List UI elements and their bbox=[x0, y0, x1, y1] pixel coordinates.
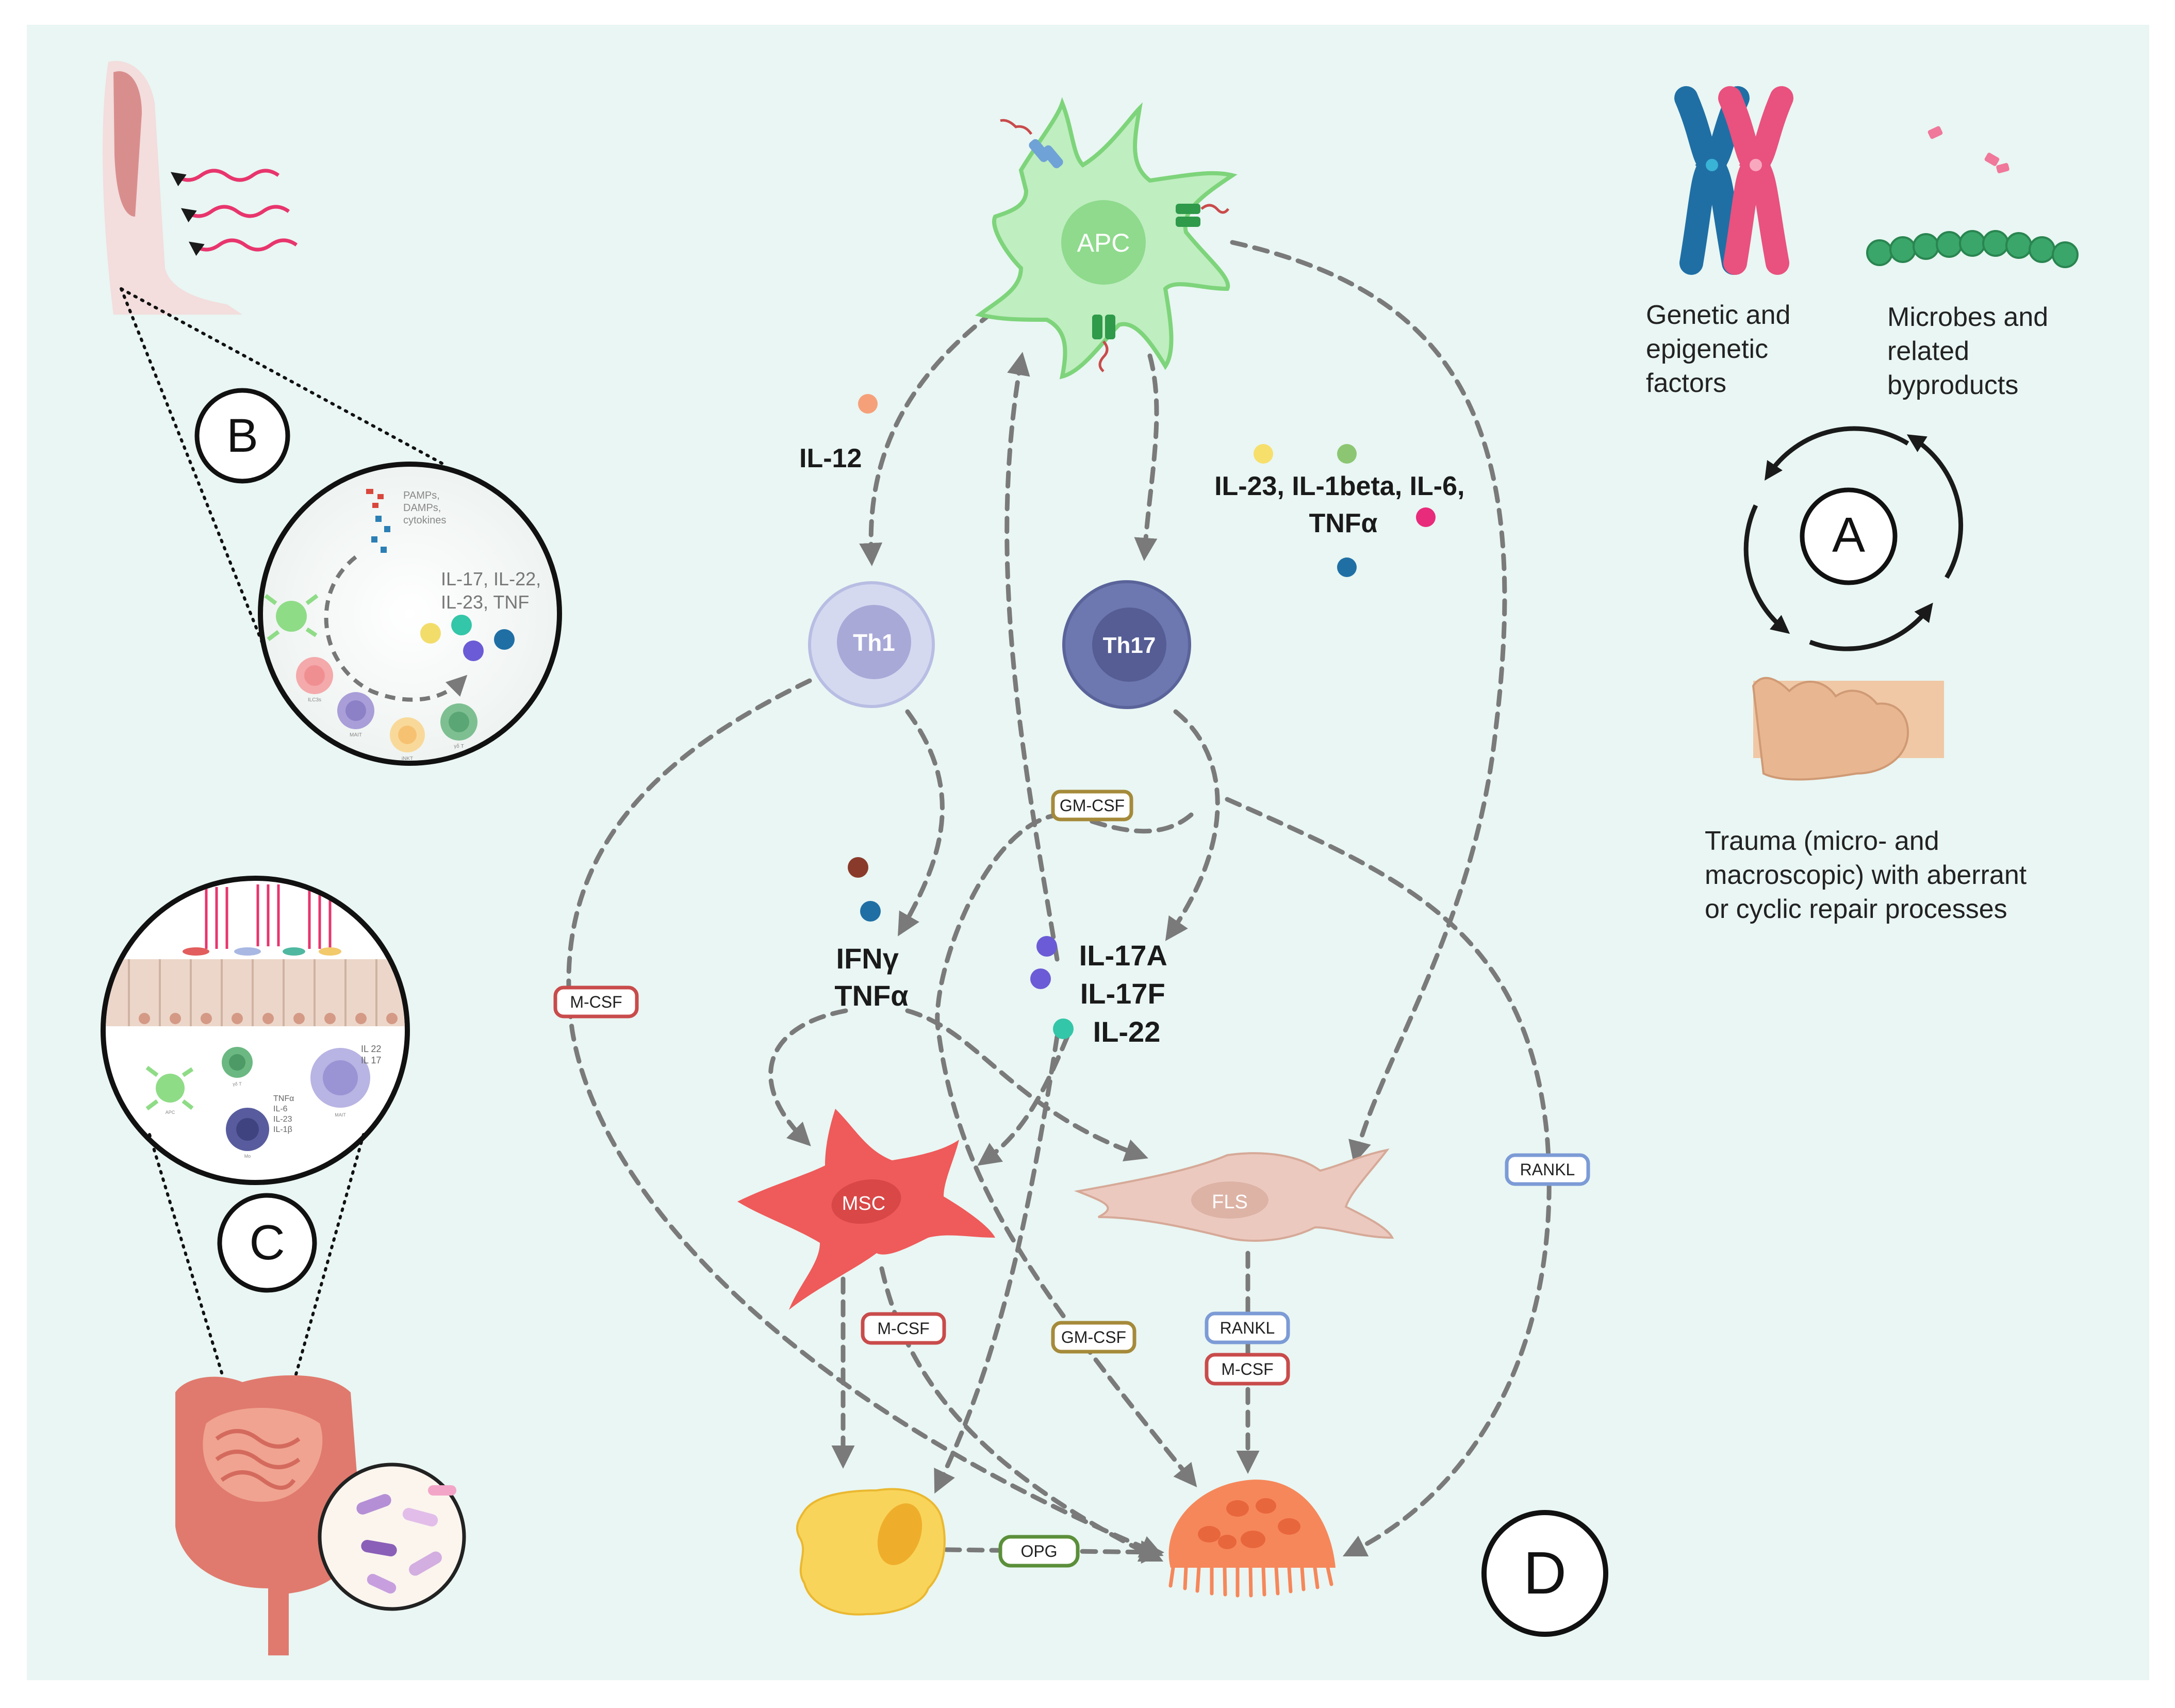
fls-cell: FLS bbox=[1074, 1148, 1394, 1242]
svg-text:Mo: Mo bbox=[244, 1154, 251, 1159]
svg-text:IL 22 IL 17: IL 22 IL 17 bbox=[361, 1044, 384, 1065]
svg-text:IL-17, IL-22, IL-23, TNF: IL-17, IL-22, IL-23, TNF bbox=[441, 568, 546, 613]
inset-c-apc-icon bbox=[145, 1065, 194, 1111]
il17a-dot bbox=[1036, 936, 1057, 957]
ifng-dot-blue bbox=[860, 901, 881, 922]
tag-mcsf-left: M-CSF bbox=[553, 986, 639, 1019]
cycle-arrows bbox=[1743, 426, 1964, 651]
panel-d-badge bbox=[1481, 1510, 1608, 1637]
apc-cytokine-dot-pink bbox=[1416, 507, 1436, 527]
apc-cytokines-label: IL-23, IL-1beta, IL-6, TNFα bbox=[1214, 471, 1472, 538]
il12-dot bbox=[858, 394, 878, 414]
svg-text:iNKT: iNKT bbox=[402, 756, 413, 762]
svg-text:GM-CSF: GM-CSF bbox=[1061, 1328, 1126, 1346]
svg-text:PAMPs, DAMPs, cyto: PAMPs, DAMPs, cytokines bbox=[403, 490, 446, 526]
apc-cytokine-dot-yellow bbox=[1254, 444, 1273, 464]
svg-text:RANKL: RANKL bbox=[1220, 1319, 1275, 1337]
il12-label: IL-12 bbox=[799, 444, 862, 473]
svg-text:ILC3s: ILC3s bbox=[308, 697, 321, 703]
th17-cell: Th17 bbox=[1062, 580, 1191, 709]
apc-cell: APC bbox=[975, 97, 1238, 380]
genetic-label: Genetic and epigenetic factors bbox=[1646, 300, 1798, 398]
svg-text:γδ T: γδ T bbox=[454, 744, 464, 749]
microbes-label: Microbes and related byproducts bbox=[1887, 302, 2056, 400]
il17f-dot bbox=[1030, 968, 1051, 989]
panel-a-label: A bbox=[1832, 507, 1865, 563]
fist-icon bbox=[1752, 677, 1944, 781]
svg-text:MAIT: MAIT bbox=[335, 1112, 346, 1118]
intestine-icon bbox=[175, 1375, 466, 1655]
chromosome-icon bbox=[1674, 86, 1793, 275]
msc-label: MSC bbox=[842, 1193, 885, 1214]
osteoclast-cell bbox=[1168, 1480, 1336, 1598]
panel-a-badge bbox=[1800, 487, 1898, 585]
apc-cytokine-dot-blue bbox=[1337, 557, 1357, 577]
inset-c: IL 22 IL 17 TNFα IL-6 IL-23 IL-1β APC γδ… bbox=[101, 876, 410, 1185]
apc-cytokine-dot-green bbox=[1337, 444, 1357, 464]
panel-b-label: B bbox=[226, 409, 258, 462]
tag-mcsf-fls: M-CSF bbox=[1205, 1353, 1290, 1386]
svg-text:MAIT: MAIT bbox=[350, 732, 362, 738]
tag-gmcsf-top: GM-CSF bbox=[1051, 790, 1133, 822]
svg-text:APC: APC bbox=[166, 1110, 175, 1115]
svg-text:M-CSF: M-CSF bbox=[570, 993, 622, 1011]
svg-text:TNFα IL-6 IL-23: TNFα IL-6 IL-23 IL-1β bbox=[273, 1094, 296, 1134]
bacteria-chain-icon bbox=[1866, 126, 2079, 268]
svg-text:γδ T: γδ T bbox=[233, 1081, 242, 1087]
th1-cell: Th1 bbox=[808, 581, 935, 708]
inset-b-apc-icon bbox=[264, 594, 319, 642]
zoom-lines-b bbox=[120, 287, 445, 646]
panel-c-badge bbox=[217, 1193, 317, 1293]
panel-c-label: C bbox=[249, 1215, 285, 1270]
apc-label: APC bbox=[1077, 228, 1130, 257]
th1-cytokines-label: IFNγ TNFα bbox=[834, 942, 908, 1012]
svg-text:M-CSF: M-CSF bbox=[1221, 1360, 1273, 1378]
tag-rankl-fls: RANKL bbox=[1205, 1311, 1290, 1344]
svg-text:GM-CSF: GM-CSF bbox=[1060, 796, 1125, 815]
inset-b: PAMPs, DAMPs, cytokines IL-17, IL-22, IL… bbox=[258, 462, 562, 766]
svg-text:RANKL: RANKL bbox=[1520, 1160, 1575, 1179]
msc-cell: MSC bbox=[737, 1109, 995, 1310]
skin-uv-icon bbox=[103, 61, 298, 315]
trauma-label: Trauma (micro- and macroscopic) with abe… bbox=[1705, 826, 2034, 924]
il22-dot bbox=[1053, 1019, 1074, 1039]
panel-b-badge bbox=[194, 388, 290, 484]
panel-d-label: D bbox=[1523, 1539, 1567, 1606]
tag-mcsf-msc: M-CSF bbox=[861, 1312, 946, 1345]
tag-gmcsf-bottom: GM-CSF bbox=[1051, 1321, 1136, 1354]
th1-label: Th1 bbox=[853, 629, 895, 656]
svg-text:M-CSF: M-CSF bbox=[877, 1319, 929, 1338]
osteoblast-cell bbox=[796, 1488, 946, 1616]
th17-cytokines-label: IL-17A IL-17F IL-22 bbox=[1079, 939, 1175, 1048]
ifng-dot-brown bbox=[848, 857, 868, 878]
tag-rankl-right: RANKL bbox=[1505, 1153, 1590, 1186]
th17-label: Th17 bbox=[1103, 633, 1156, 658]
fls-label: FLS bbox=[1212, 1191, 1248, 1213]
tag-opg: OPG bbox=[998, 1535, 1080, 1568]
svg-text:OPG: OPG bbox=[1020, 1542, 1057, 1561]
